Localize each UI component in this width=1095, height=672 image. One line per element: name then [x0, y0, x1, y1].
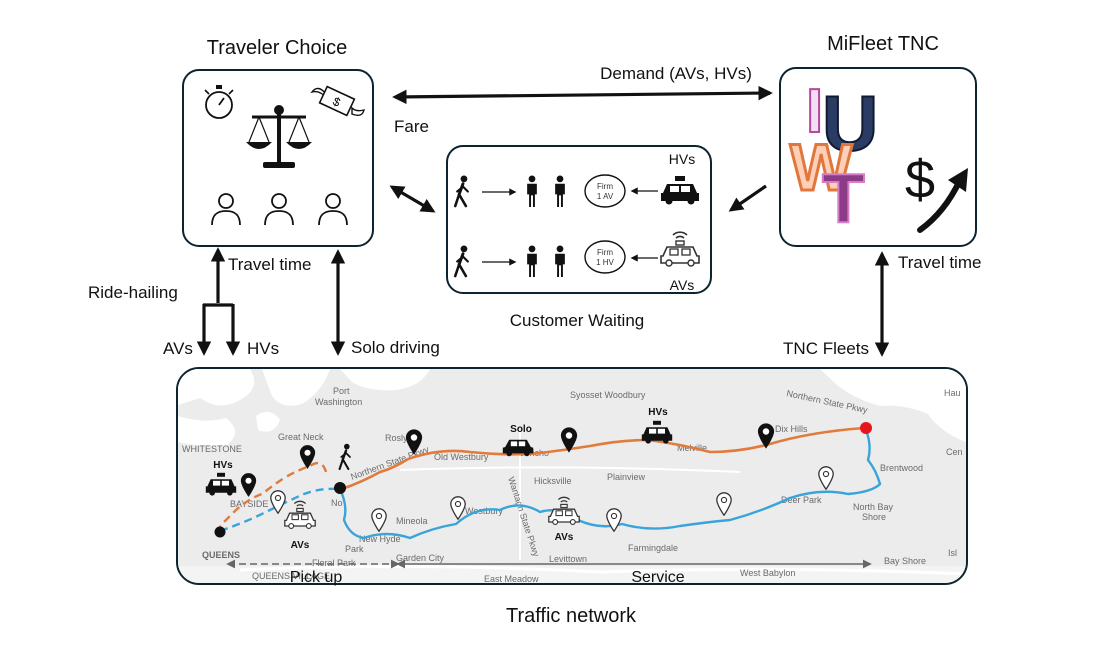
- pickup-phase-label: Pick up: [290, 569, 343, 586]
- mifleet-tnc-box: [779, 67, 977, 247]
- firm-av-line2: 1 AV: [597, 192, 614, 201]
- map-background: [178, 369, 966, 583]
- place-label: Deer Park: [781, 495, 822, 505]
- orange-route-pickup: [215, 461, 328, 533]
- flying-money-icon: $: [310, 85, 365, 117]
- logo-letter-i: I: [806, 77, 823, 146]
- svg-text:$: $: [905, 150, 935, 210]
- orange-route-solo-start: [341, 457, 409, 491]
- place-label: QUEENS VILLAGE: [252, 571, 330, 581]
- place-label: Shore: [862, 512, 886, 522]
- place-label: Park: [345, 544, 364, 554]
- mifleet-logo-icon: I U W T: [789, 76, 880, 238]
- map-avs-mid-label: AVs: [555, 532, 574, 543]
- fare-label: Fare: [394, 117, 429, 136]
- logo-letter-u: U: [822, 79, 878, 167]
- place-label: Hicksville: [534, 476, 572, 486]
- ride-hailing-label: Ride-hailing: [88, 283, 178, 302]
- balance-scale-icon: [246, 105, 312, 168]
- travel-time-left-label: Travel time: [228, 255, 311, 274]
- dollar-rising-icon: $: [905, 150, 968, 233]
- place-label: Hau: [944, 388, 961, 398]
- place-label: Plainview: [607, 472, 646, 482]
- ride-hailing-hvs-label: HVs: [247, 339, 279, 358]
- place-label: Bay Shore: [884, 556, 926, 566]
- place-label: North Bay: [853, 502, 894, 512]
- traveler-choice-title: Traveler Choice: [207, 37, 347, 59]
- map-hvs-left-label: HVs: [213, 460, 233, 471]
- tnc-fleets-label: TNC Fleets: [783, 339, 869, 358]
- demand-label: Demand (AVs, HVs): [600, 64, 752, 83]
- place-label: WHITESTONE: [182, 444, 242, 454]
- destination-point: [860, 422, 872, 434]
- place-label: BAYSIDE: [230, 499, 268, 509]
- place-label: Farmingdale: [628, 543, 678, 553]
- logo-letter-t: T: [822, 159, 865, 237]
- place-label: Washington: [315, 397, 362, 407]
- stopwatch-icon: [204, 85, 234, 119]
- firm-hv-line2: 1 HV: [596, 258, 614, 267]
- pickup-point: [334, 482, 346, 494]
- place-label: East Meadow: [484, 574, 539, 584]
- place-label: Great Neck: [278, 432, 324, 442]
- place-label: No: [331, 498, 343, 508]
- demand-fare-arrow: [392, 85, 773, 105]
- place-label: New Hyde: [359, 534, 401, 544]
- customer-waiting-title: Customer Waiting: [510, 311, 644, 330]
- waiting-hvs-label: HVs: [669, 151, 695, 167]
- firm-hv-line1: Firm: [597, 248, 613, 257]
- place-label: Port: [333, 386, 350, 396]
- place-label: Roslyn: [385, 433, 413, 443]
- waiting-avs-label: AVs: [670, 277, 695, 293]
- place-label: Levittown: [549, 554, 587, 564]
- map-avs-left-label: AVs: [291, 540, 310, 551]
- blue-route-pickup: [219, 487, 339, 533]
- mifleet-waiting-arrow: [728, 184, 767, 212]
- place-label: Old Westbury: [434, 452, 489, 462]
- blue-route-service: [338, 429, 882, 540]
- map-hvs-top-label: HVs: [648, 407, 668, 418]
- place-label: QUEENS: [202, 550, 240, 560]
- orange-route-solo: [407, 426, 865, 461]
- firm-av-circle: [584, 174, 626, 208]
- place-label: Brentwood: [880, 463, 923, 473]
- traffic-network-title: Traffic network: [506, 605, 637, 627]
- logo-letter-w: W: [790, 130, 853, 204]
- place-label: Mineola: [396, 516, 428, 526]
- service-phase-label: Service: [631, 569, 684, 586]
- place-label: Floral Park: [312, 558, 356, 568]
- place-label: Syosset Woodbury: [570, 390, 646, 400]
- solo-driving-label: Solo driving: [351, 338, 440, 357]
- firm-hv-circle: [584, 240, 626, 274]
- ride-hailing-avs-label: AVs: [163, 339, 193, 358]
- place-label: Cen: [946, 447, 963, 457]
- mifleet-tnc-title: MiFleet TNC: [827, 33, 939, 55]
- customer-waiting-box: [446, 145, 712, 294]
- place-label: Dix Hills: [775, 424, 808, 434]
- traveler-waiting-arrow: [389, 185, 436, 213]
- place-label: Isl: [948, 548, 957, 558]
- place-label: West Babylon: [740, 568, 795, 578]
- origin-point: [214, 526, 226, 538]
- map-solo-label: Solo: [510, 424, 532, 435]
- place-label: Garden City: [396, 553, 445, 563]
- firm-av-line1: Firm: [597, 182, 613, 191]
- travel-time-right-label: Travel time: [898, 253, 981, 272]
